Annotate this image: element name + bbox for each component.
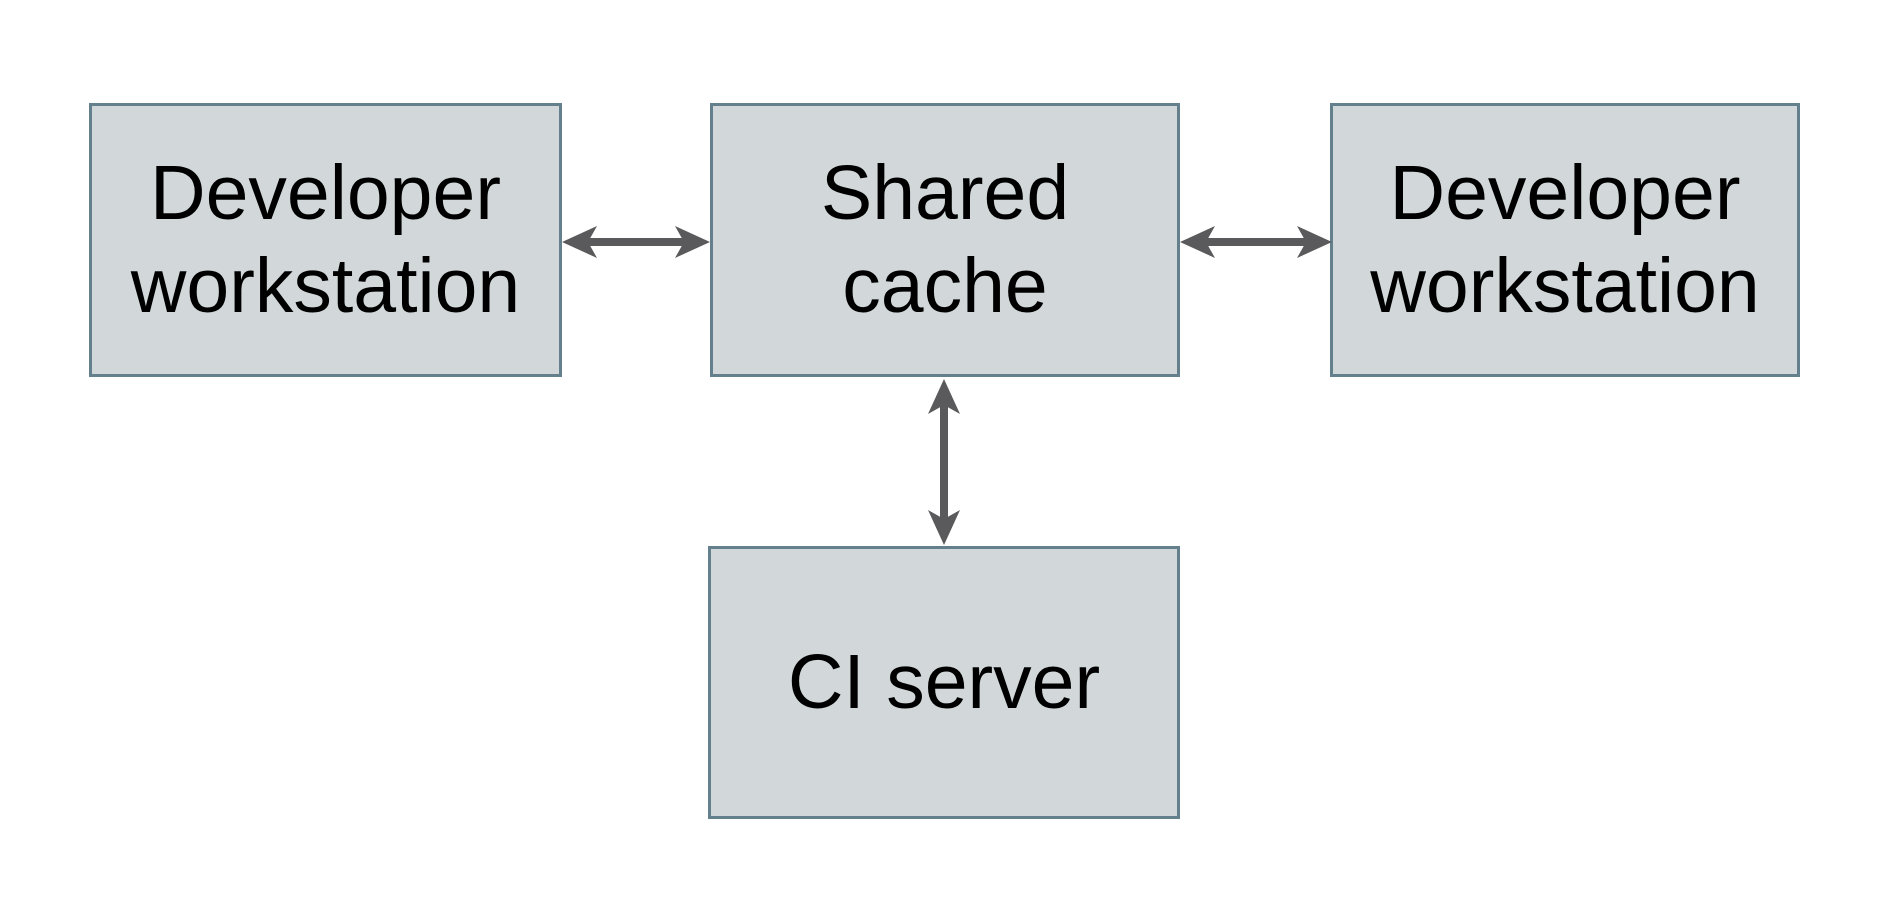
node-label-line: workstation xyxy=(130,243,521,329)
node-label-line: cache xyxy=(842,243,1048,329)
node-label-line: workstation xyxy=(1370,243,1760,329)
node-label-line: Developer xyxy=(150,150,501,236)
node-developer-workstation-left: Developer workstation xyxy=(89,103,562,377)
node-ci-server: CI server xyxy=(708,546,1180,819)
bidirectional-arrow-shared-cache-right-workstation xyxy=(1180,226,1332,258)
node-label-line: Shared xyxy=(820,150,1070,236)
node-label-line: CI server xyxy=(787,639,1101,725)
bidirectional-arrow-shared-cache-ci-server xyxy=(928,379,960,545)
node-label-line: Developer xyxy=(1389,150,1741,236)
node-developer-workstation-right: Developer workstation xyxy=(1330,103,1800,377)
node-shared-cache: Shared cache xyxy=(710,103,1180,377)
bidirectional-arrow-left-workstation-shared-cache xyxy=(562,226,710,258)
